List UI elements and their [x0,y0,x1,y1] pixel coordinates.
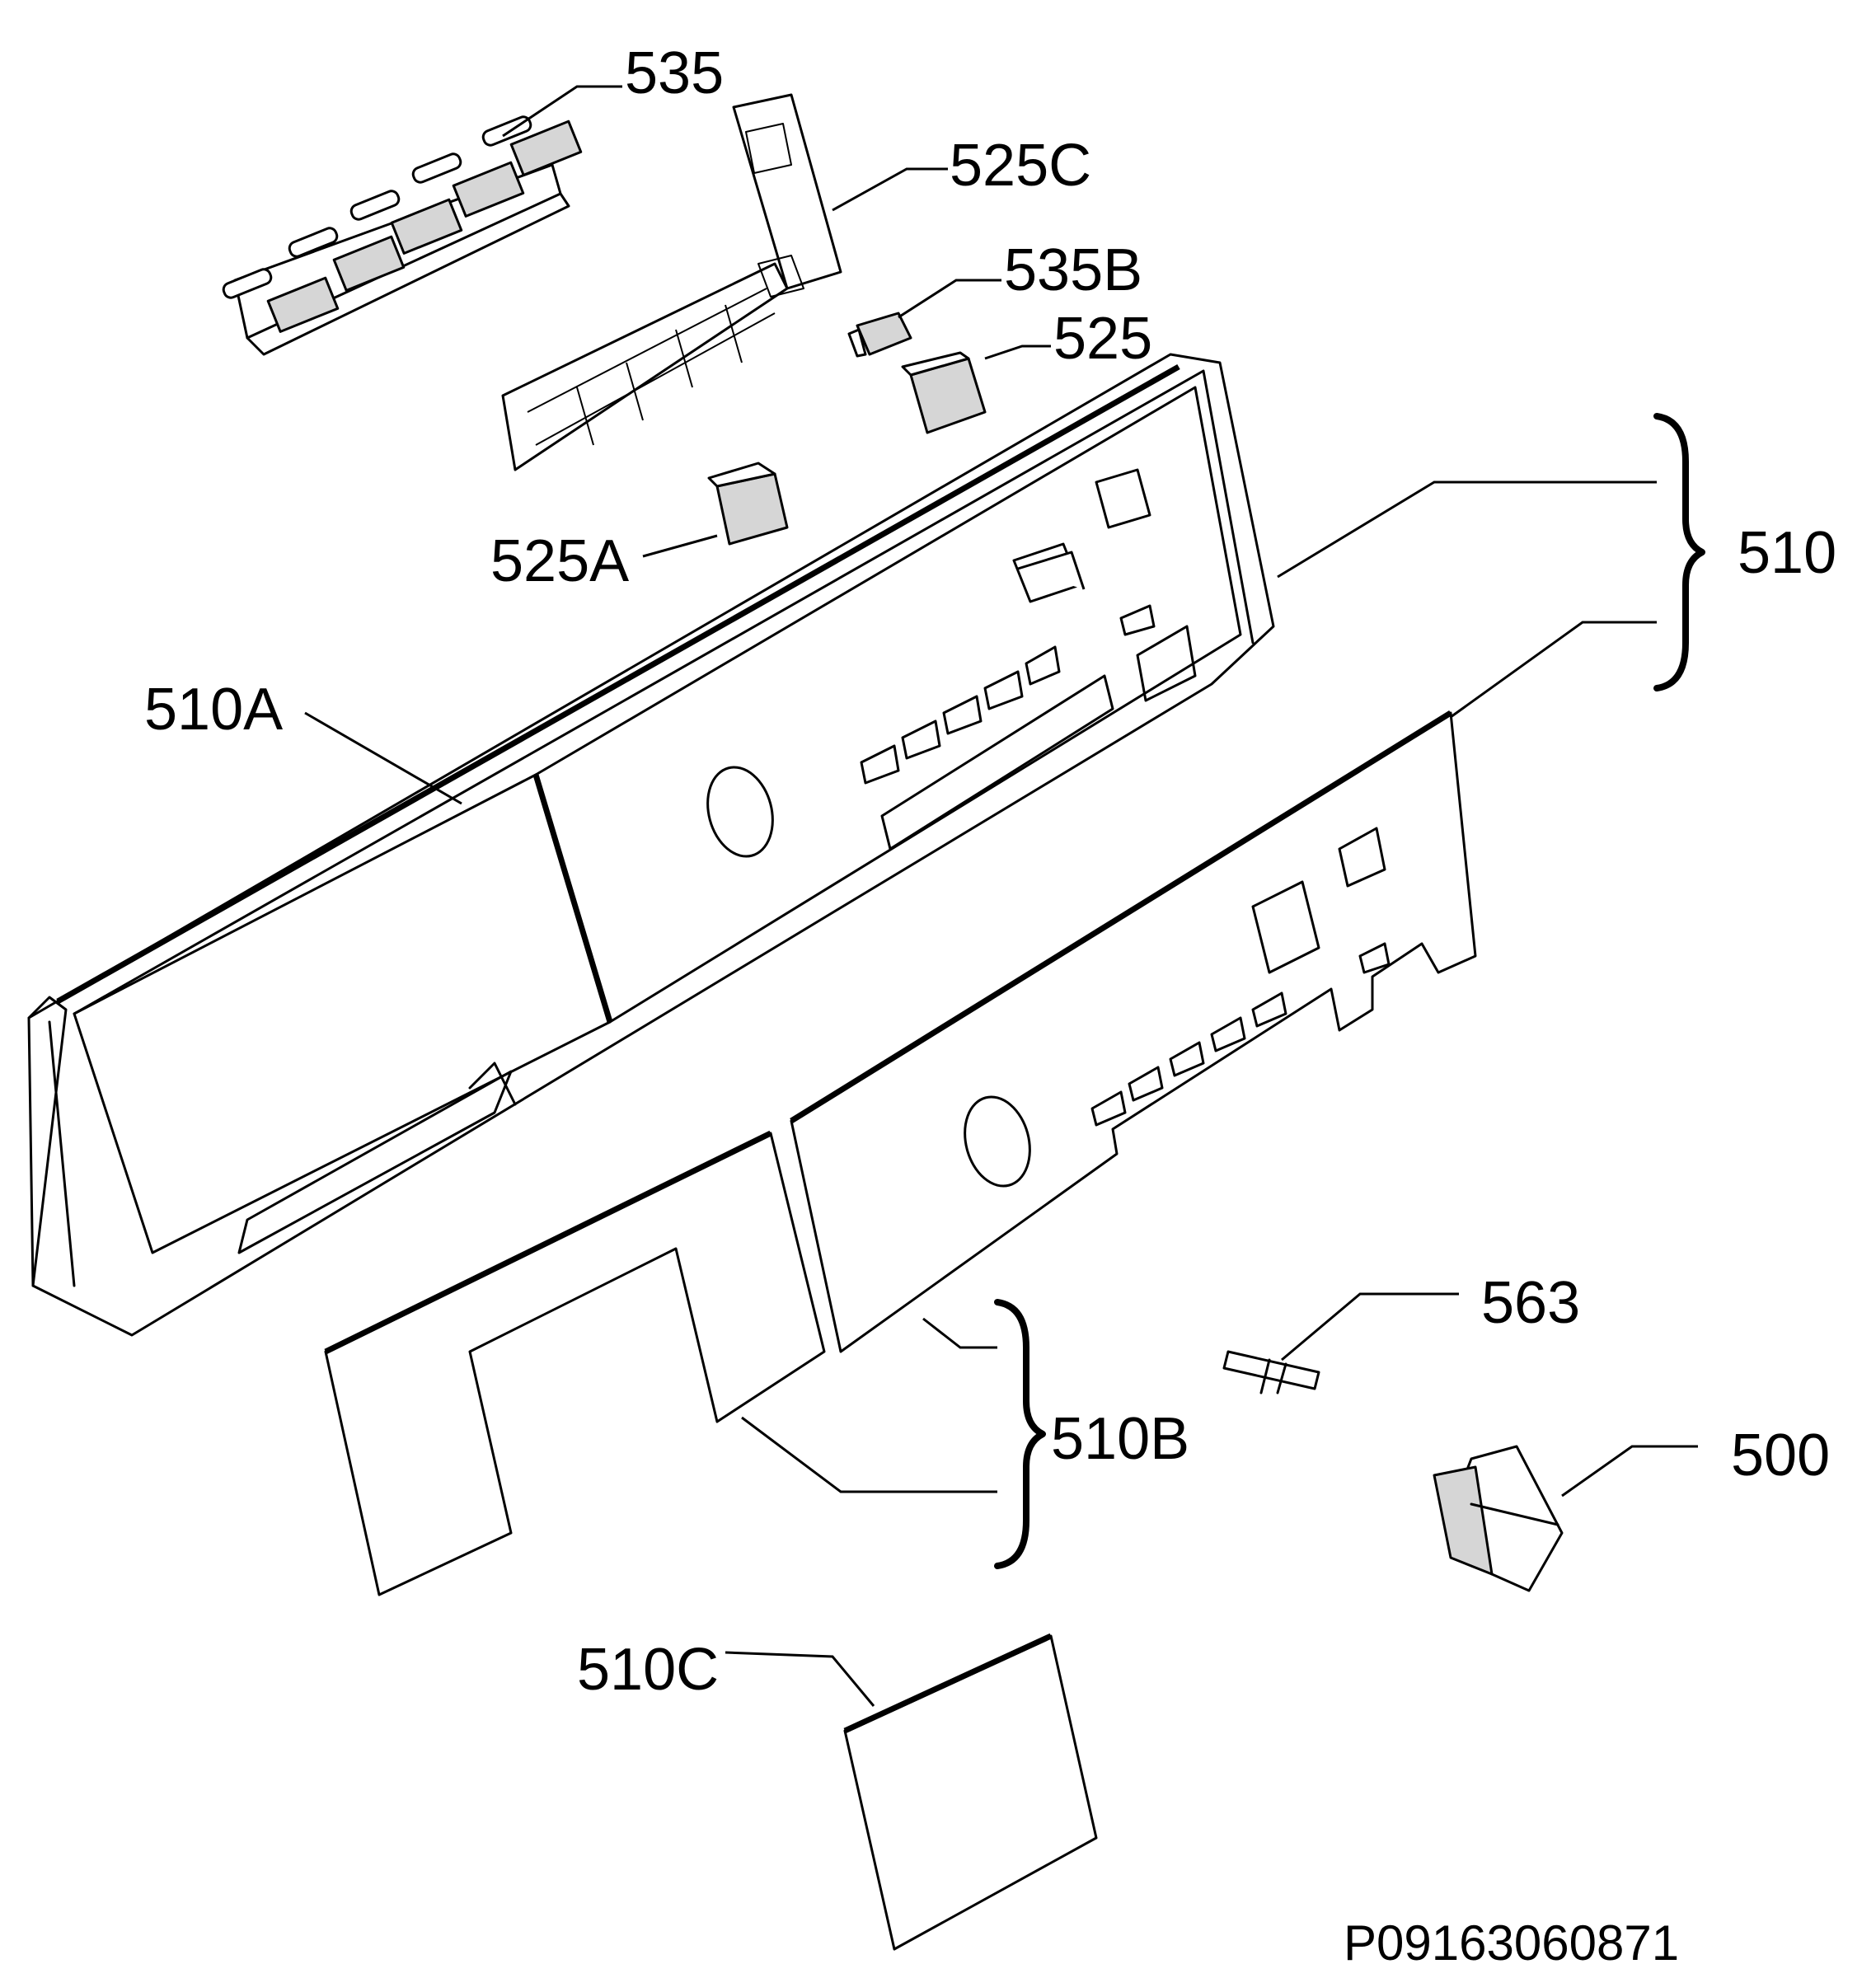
label-510c: 510C [577,1637,719,1703]
brace-510b [994,1299,1046,1569]
label-563: 563 [1481,1270,1580,1336]
part-510c-foil[interactable] [843,1633,1098,1951]
part-535b-switch[interactable] [847,312,912,358]
label-510b: 510B [1051,1406,1189,1472]
brace-510 [1653,413,1705,691]
label-525: 525 [1053,306,1152,372]
leader-lines [304,85,1698,1707]
part-510a-drawer-front [73,773,612,1254]
drawing-code: P09163060871 [1344,1915,1679,1971]
part-510-control-panel[interactable] [27,353,1275,1337]
part-525c-holder-frame[interactable] [501,93,842,471]
part-500-knob[interactable] [1433,1445,1564,1592]
part-563-pin[interactable] [1222,1350,1320,1394]
part-525-button[interactable] [901,351,987,434]
part-535-switch-rail[interactable] [222,115,583,356]
label-510a: 510A [144,677,283,743]
label-500: 500 [1731,1423,1830,1488]
label-535b: 535B [1004,237,1142,303]
label-525c: 525C [950,133,1091,199]
part-525a-button[interactable] [707,462,789,546]
label-525a: 525A [490,528,629,594]
label-535: 535 [625,40,724,106]
part-510b-decor-foil[interactable] [324,710,1477,1596]
label-510: 510 [1738,520,1836,586]
